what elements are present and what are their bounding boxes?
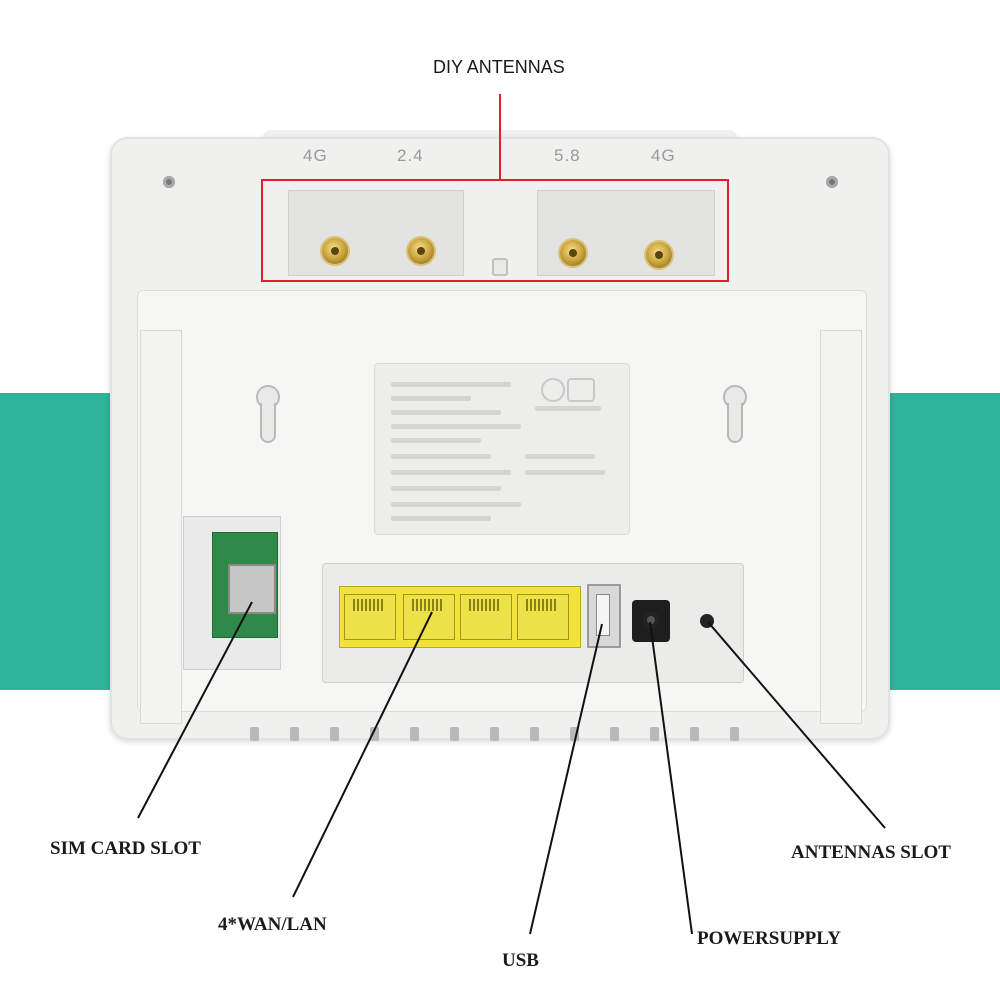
antenna-bay-left [288, 190, 464, 276]
wall-mount-keyhole-icon [718, 385, 748, 447]
antenna-slot-hole[interactable] [700, 614, 714, 628]
bottom-vent [410, 727, 419, 741]
bottom-vent [650, 727, 659, 741]
side-rail-left [140, 330, 182, 724]
antenna-bay-right [537, 190, 715, 276]
background-band-left [0, 393, 110, 690]
sma-connector-icon[interactable] [560, 240, 586, 266]
band-label-5-8: 5.8 [554, 146, 581, 165]
bottom-vent [490, 727, 499, 741]
band-label-4g-right: 4G [651, 146, 676, 165]
screw-icon [163, 176, 175, 188]
sma-connector-icon[interactable] [408, 238, 434, 264]
callout-diy-antennas: DIY ANTENNAS [433, 57, 565, 77]
ethernet-port[interactable] [344, 594, 396, 640]
ethernet-port[interactable] [517, 594, 569, 640]
bottom-vent [730, 727, 739, 741]
bottom-vent [290, 727, 299, 741]
callout-power-supply: POWERSUPPLY [697, 928, 841, 949]
product-label-sticker [374, 363, 630, 535]
wall-mount-keyhole-icon [251, 385, 281, 447]
ethernet-port[interactable] [460, 594, 512, 640]
bottom-vent [610, 727, 619, 741]
screw-icon [826, 176, 838, 188]
ce-mark-icon [567, 378, 595, 402]
side-rail-right [820, 330, 862, 724]
bottom-vent [450, 727, 459, 741]
bottom-vent [530, 727, 539, 741]
certification-mark-icon [541, 378, 565, 402]
callout-wan-lan: 4*WAN/LAN [218, 914, 327, 935]
sma-connector-icon[interactable] [322, 238, 348, 264]
center-clip [492, 258, 508, 276]
bottom-vent [250, 727, 259, 741]
bottom-vent [570, 727, 579, 741]
sim-card-slot[interactable] [228, 564, 276, 614]
band-label-2-4: 2.4 [397, 146, 424, 165]
callout-antennas-slot: ANTENNAS SLOT [791, 842, 951, 863]
bottom-vent [330, 727, 339, 741]
usb-port[interactable] [587, 584, 621, 648]
band-label-4g-left: 4G [303, 146, 328, 165]
callout-sim-card-slot: SIM CARD SLOT [50, 838, 201, 859]
callout-usb: USB [502, 950, 539, 971]
bottom-vent [370, 727, 379, 741]
dc-power-jack[interactable] [632, 600, 670, 642]
sma-connector-icon[interactable] [646, 242, 672, 268]
bottom-vent [690, 727, 699, 741]
background-band-right [890, 393, 1000, 690]
ethernet-port[interactable] [403, 594, 455, 640]
